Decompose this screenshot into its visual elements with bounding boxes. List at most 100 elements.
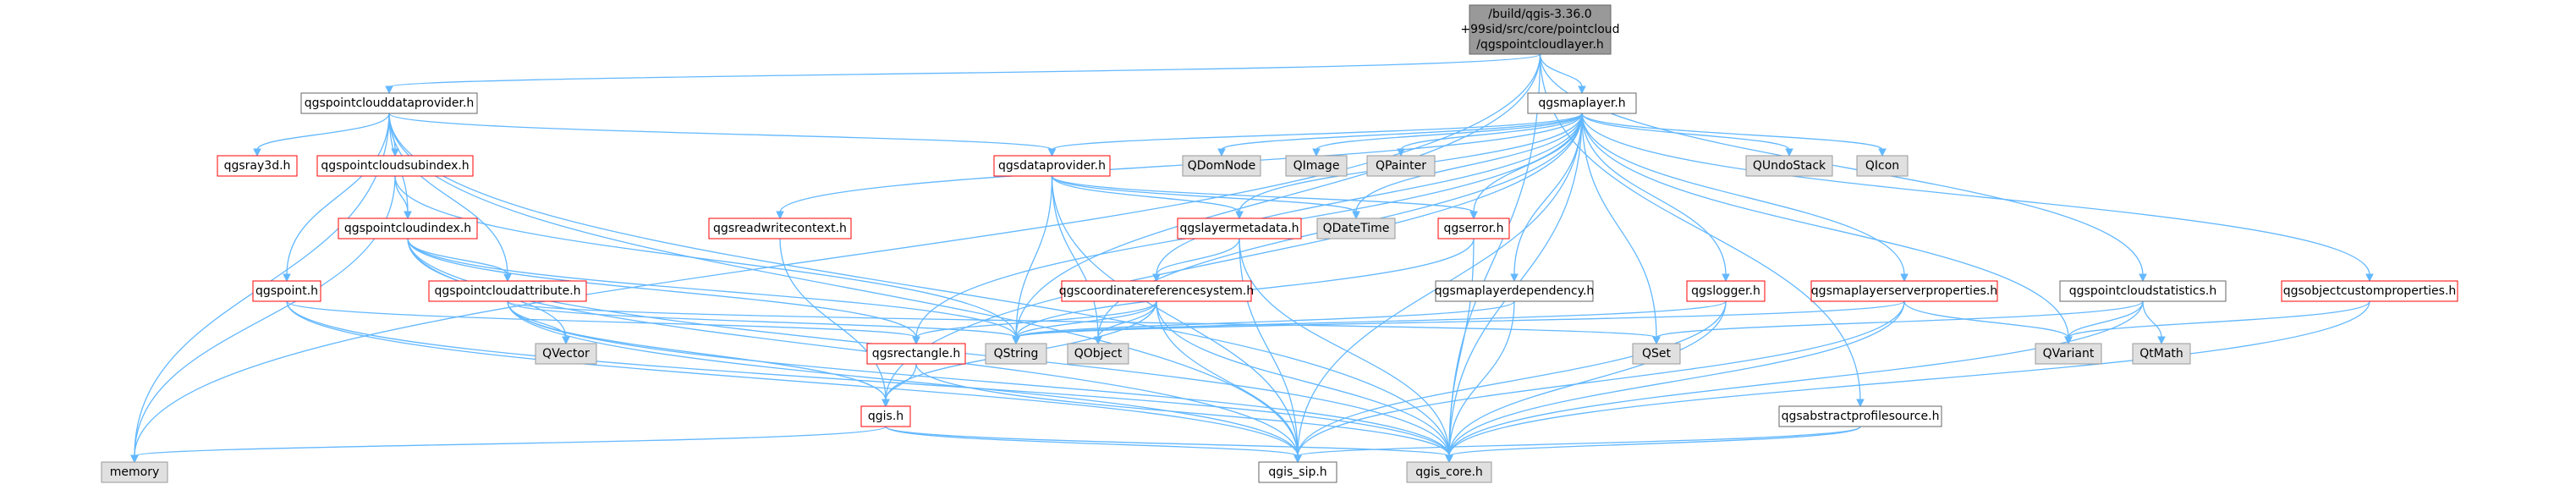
node-ray3d[interactable]: qgsray3d.h — [217, 155, 298, 177]
edge-profilesource-to-qgis_core — [1445, 426, 1861, 464]
node-label: qgis_sip.h — [1268, 465, 1326, 479]
node-box — [2281, 280, 2458, 302]
node-readwrite[interactable]: qgsreadwritecontext.h — [708, 217, 852, 239]
edge-pcstats-to-QVariant — [2064, 300, 2144, 345]
edge-rectangle-to-qgish — [882, 363, 917, 408]
node-mldep[interactable]: qgsmaplayerdependency.h — [1435, 280, 1595, 302]
node-label: qgspoint.h — [255, 284, 318, 298]
edge-pcdataprovider-to-point — [283, 113, 390, 283]
node-qgis_sip[interactable]: qgis_sip.h — [1258, 461, 1337, 483]
node-QObject: QObject — [1067, 343, 1129, 365]
edge-root-to-qgis_core — [1445, 53, 1541, 464]
node-pcdataprovider[interactable]: qgspointclouddataprovider.h — [300, 92, 478, 114]
node-box — [1316, 217, 1396, 239]
node-label: QSet — [1642, 347, 1672, 361]
node-label: qgsray3d.h — [224, 159, 291, 173]
node-label: qgslogger.h — [1691, 284, 1760, 298]
edge-pcstats-to-QSet — [1652, 300, 2144, 345]
node-dataprovider[interactable]: qgsdataprovider.h — [993, 155, 1111, 177]
edge-maplayer-to-QPainter — [1397, 113, 1583, 157]
node-box — [1366, 155, 1436, 177]
node-label: qgsabstractprofilesource.h — [1782, 410, 1940, 423]
edge-maplayer-to-readwrite — [776, 113, 1583, 220]
edge-profilesource-to-qgis_sip — [1293, 426, 1861, 464]
node-label: qgserror.h — [1444, 222, 1504, 235]
node-mlserver[interactable]: qgsmaplayerserverproperties.h — [1810, 280, 1998, 302]
node-label: qgscoordinatereferencesystem.h — [1059, 284, 1255, 298]
node-maplayer[interactable]: qgsmaplayer.h — [1527, 92, 1637, 114]
node-pcindex[interactable]: qgspointcloudindex.h — [338, 217, 478, 239]
edge-maplayer-to-QVariant — [1581, 113, 2073, 345]
node-QSet: QSet — [1632, 343, 1681, 365]
node-label: qgsreadwritecontext.h — [713, 222, 847, 235]
edges-layer — [130, 53, 2374, 464]
node-label: memory — [110, 465, 160, 479]
node-box — [993, 155, 1111, 177]
node-QString: QString — [985, 343, 1047, 365]
node-label: /qgspointcloudlayer.h — [1476, 38, 1604, 52]
edge-logger-to-qgis_sip — [1293, 300, 1727, 464]
edge-maplayer-to-mlserver — [1581, 113, 1909, 283]
node-box — [1435, 280, 1594, 302]
node-label: QObject — [1074, 347, 1123, 361]
node-box — [300, 92, 478, 114]
node-label: qgspointclouddataprovider.h — [305, 96, 475, 110]
node-layermeta[interactable]: qgslayermetadata.h — [1177, 217, 1302, 239]
node-box — [708, 217, 852, 239]
edge-qgish-to-qgis_core — [885, 426, 1453, 464]
edge-point-to-qgis_sip — [286, 300, 1302, 464]
edge-maplayer-to-QImage — [1312, 113, 1583, 157]
edge-maplayer-to-QIcon — [1581, 113, 1887, 157]
node-pcstats[interactable]: qgspointcloudstatistics.h — [2059, 280, 2227, 302]
node-crs[interactable]: qgscoordinatereferencesystem.h — [1059, 280, 1255, 302]
node-pcsubindex[interactable]: qgspointcloudsubindex.h — [316, 155, 474, 177]
node-error[interactable]: qgserror.h — [1437, 217, 1510, 239]
node-logger[interactable]: qgslogger.h — [1686, 280, 1766, 302]
node-box — [1856, 155, 1909, 177]
edge-pcsubindex-to-pcindex — [394, 175, 412, 220]
node-pcattr[interactable]: qgspointcloudattribute.h — [428, 280, 587, 302]
node-box — [217, 155, 298, 177]
node-QPainter: QPainter — [1366, 155, 1436, 177]
edge-maplayer-to-QSet — [1581, 113, 1661, 345]
node-rectangle[interactable]: qgsrectangle.h — [866, 343, 966, 365]
edge-dataprovider-to-error — [1051, 175, 1478, 220]
node-label: QVector — [542, 347, 590, 361]
node-label: QVariant — [2043, 347, 2095, 361]
node-root[interactable]: /build/qgis-3.36.0+99sid/src/core/pointc… — [1460, 4, 1620, 55]
node-profilesource[interactable]: qgsabstractprofilesource.h — [1778, 405, 1942, 427]
node-QtMath: QtMath — [2132, 343, 2191, 365]
node-box — [1258, 461, 1337, 483]
node-QDomNode: QDomNode — [1182, 155, 1261, 177]
edge-crs-to-rectangle — [912, 300, 1157, 345]
edge-layermeta-to-qgis_sip — [1239, 238, 1302, 464]
edge-layermeta-to-qgis_core — [1239, 238, 1453, 464]
node-box — [1061, 280, 1252, 302]
node-label: qgspointcloudsubindex.h — [321, 159, 469, 173]
node-box — [1469, 4, 1612, 55]
node-box — [428, 280, 587, 302]
node-box — [2059, 280, 2227, 302]
node-box — [1686, 280, 1766, 302]
node-box — [866, 343, 966, 365]
node-box — [1527, 92, 1637, 114]
node-label: qgspointcloudattribute.h — [434, 284, 580, 298]
node-box — [1067, 343, 1129, 365]
nodes-layer: /build/qgis-3.36.0+99sid/src/core/pointc… — [101, 4, 2458, 483]
node-point[interactable]: qgspoint.h — [252, 280, 321, 302]
edge-pcdataprovider-to-ray3d — [253, 113, 390, 157]
node-box — [2035, 343, 2102, 365]
node-label: qgsmaplayerserverproperties.h — [1811, 284, 1997, 298]
edge-maplayer-to-objcustom — [1581, 113, 2374, 283]
node-label: +99sid/src/core/pointcloud — [1460, 23, 1619, 36]
node-label: qgis.h — [868, 410, 904, 423]
node-objcustom[interactable]: qgsobjectcustomproperties.h — [2281, 280, 2458, 302]
node-qgish[interactable]: qgis.h — [860, 405, 911, 427]
node-box — [1810, 280, 1998, 302]
node-box — [338, 217, 478, 239]
node-label: qgsobjectcustomproperties.h — [2283, 284, 2457, 298]
edge-pcdataprovider-to-dataprovider — [388, 113, 1057, 157]
node-box — [1745, 155, 1833, 177]
node-box — [1632, 343, 1681, 365]
